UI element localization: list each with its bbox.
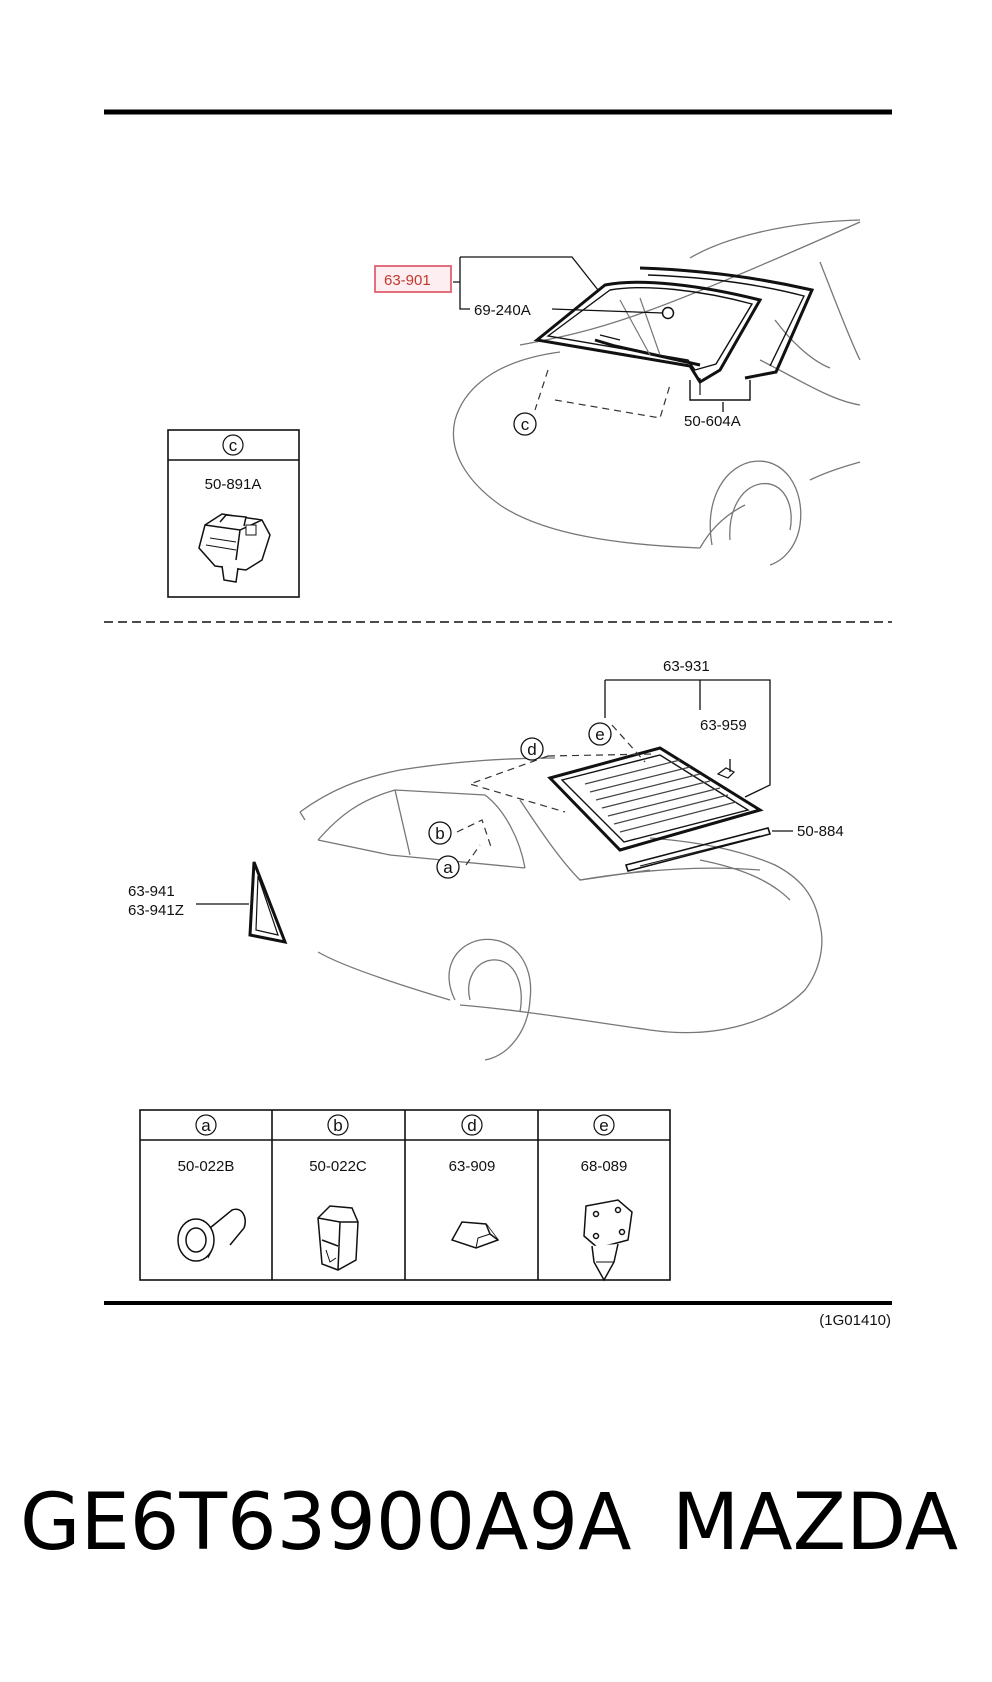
top-car-illustration (452, 219, 861, 566)
part-63-909: 63-909 (449, 1158, 496, 1175)
rear-hatch-glass (533, 266, 815, 401)
callout-b-circle (428, 821, 452, 845)
grommet-50-022b-icon (177, 1208, 246, 1262)
part-68-089: 68-089 (581, 1158, 628, 1175)
label-69-240a: 69-240A (474, 302, 531, 319)
rear-window-glass (547, 746, 772, 872)
label-50-604a: 50-604A (684, 413, 741, 430)
label-63-959: 63-959 (700, 717, 747, 734)
callout-a-circle (436, 855, 460, 879)
highlight-box (374, 265, 452, 293)
callout-e-circle (588, 722, 612, 746)
inset-c-part: 50-891A (205, 476, 262, 493)
callout-a-letter: a (443, 858, 453, 877)
table-col-a-letter: a (201, 1116, 211, 1135)
inset-c-box (167, 429, 300, 598)
table-col-e-circle (593, 1114, 615, 1136)
footer-caption: GE6T63900A9A MAZDA (0, 1478, 992, 1588)
table-col-d-circle (461, 1114, 483, 1136)
part-50-022b: 50-022B (178, 1158, 235, 1175)
clip-50-022c-icon (317, 1205, 359, 1271)
footer-part-number: GE6T63900A9A (20, 1478, 632, 1568)
spacer-63-909-icon (450, 1221, 500, 1249)
table-col-b-letter: b (333, 1116, 342, 1135)
clip-68-089-icon (583, 1199, 633, 1282)
table-col-d-letter: d (467, 1116, 476, 1135)
bottom-leader-lines (196, 679, 793, 905)
diagram-ref-code: (1G01410) (819, 1312, 891, 1329)
label-63-941: 63-941 (128, 883, 175, 900)
inset-c-circle (222, 434, 244, 456)
callout-b-letter: b (435, 824, 444, 843)
inset-c-letter: c (229, 436, 238, 455)
sedan-illustration (299, 757, 823, 1061)
table-col-e-letter: e (599, 1116, 608, 1135)
callout-d-circle (520, 737, 544, 761)
quarter-glass-icon (248, 861, 288, 945)
label-50-884: 50-884 (797, 823, 844, 840)
top-leader-lines (453, 256, 724, 412)
label-63-901: 63-901 (384, 272, 431, 289)
table-col-a-circle (195, 1114, 217, 1136)
callout-d-letter: d (527, 740, 536, 759)
callout-c-circle (513, 412, 537, 436)
parts-diagram: 63-901 69-240A 50-604A c c 50-891A (104, 109, 892, 1329)
label-63-931: 63-931 (663, 658, 710, 675)
label-63-941z: 63-941Z (128, 902, 184, 919)
callout-c-letter: c (521, 415, 530, 434)
parts-table-grid (139, 1109, 671, 1281)
footer-brand: MAZDA (672, 1478, 959, 1568)
parts-table-headers: a b d e (195, 1114, 615, 1136)
clip-50-891a-icon (198, 513, 271, 583)
callout-e-letter: e (595, 725, 604, 744)
bottom-hidden-lines (456, 724, 656, 866)
table-col-b-circle (327, 1114, 349, 1136)
part-50-022c: 50-022C (309, 1158, 367, 1175)
top-hidden-lines (534, 369, 671, 419)
